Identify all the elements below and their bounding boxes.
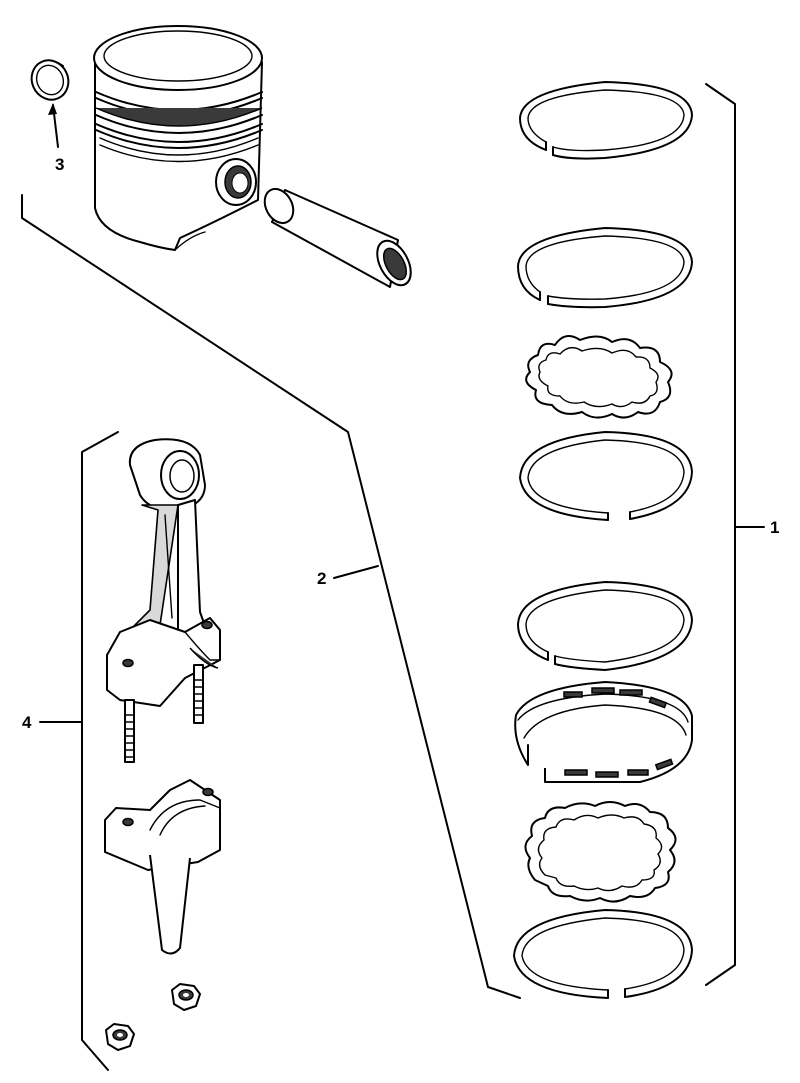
ring-1-compression [519,81,693,160]
connecting-rod-part [106,438,221,763]
rod-cap-part [104,779,221,955]
callout-1-label: 1 [770,518,779,537]
callout-3-label: 3 [55,155,64,174]
piston-pin-part [263,187,412,288]
ring-4-oil-rail [519,431,693,521]
rod-nut-2 [105,1023,135,1051]
rod-nut-1 [171,983,201,1011]
snap-ring-part [30,59,70,101]
bracket-2 [21,194,521,999]
ring-7-expander-wavy [524,801,677,903]
bracket-4 [81,431,119,1071]
ring-2-compression [517,227,693,309]
callout-2-leader [333,565,379,579]
callout-3-leader [48,103,59,148]
ring-8-oil-rail [513,909,693,999]
callout-4-label: 4 [22,713,32,732]
callout-2-label: 2 [317,569,326,588]
ring-3-expander-wavy [525,335,673,419]
ring-6-slotted-oil-ring [514,681,693,783]
piston-part [93,25,263,251]
bracket-1 [705,83,736,986]
ring-5-oil-rail [517,581,693,671]
